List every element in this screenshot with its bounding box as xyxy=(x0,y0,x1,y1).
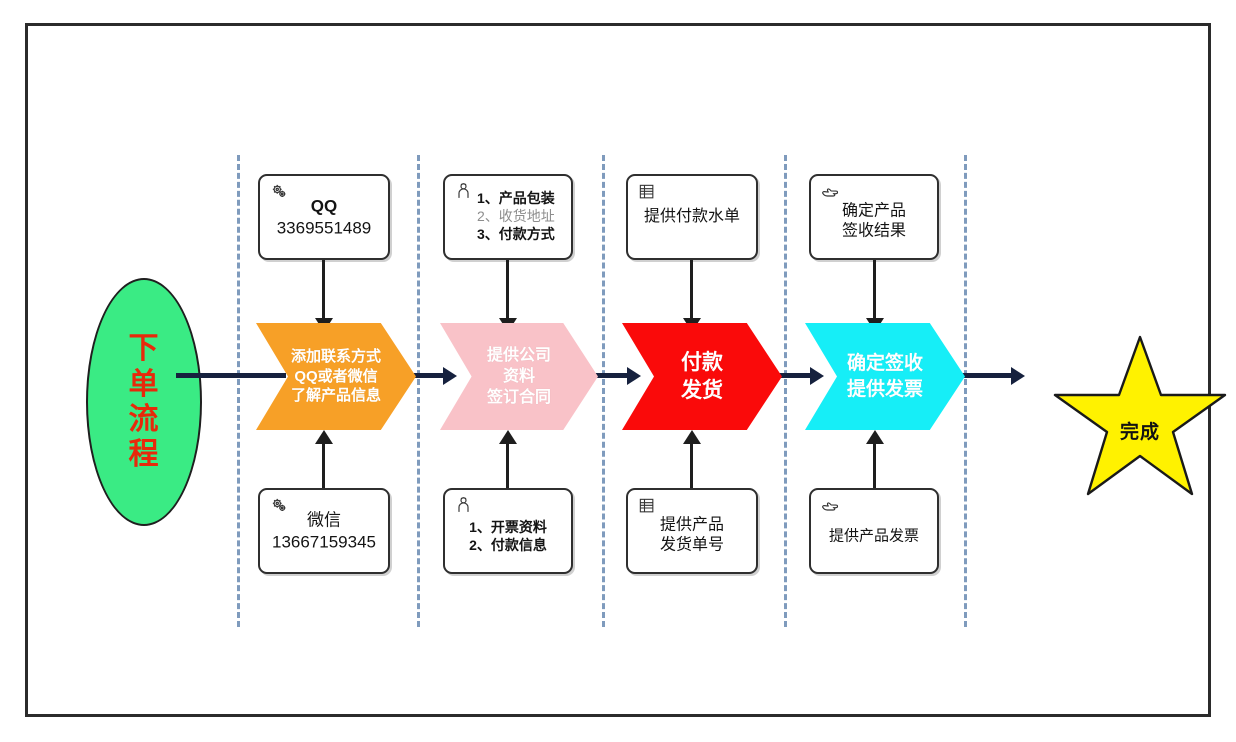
star-icon xyxy=(1053,335,1227,496)
process-step-receipt[interactable]: 确定签收 提供发票 xyxy=(805,323,965,430)
note-box-product-invoice[interactable]: 提供产品发票 xyxy=(809,488,939,574)
connector-confirm-to-step4 xyxy=(873,260,876,324)
note-box-confirm-receipt[interactable]: 确定产品 签收结果 xyxy=(809,174,939,260)
note-line: 签收结果 xyxy=(841,223,906,240)
connector-product-invoice-to-step4-arrow xyxy=(866,430,884,444)
process-step-payment-label: 付款 发货 xyxy=(681,350,723,402)
connector-paymentslip-to-step3 xyxy=(690,260,693,324)
note-box-shipping-number-text: 提供产品 发货单号 xyxy=(628,506,756,557)
note-line: 提供产品 xyxy=(659,516,724,534)
note-line: 2、付款信息 xyxy=(469,537,547,553)
pointing-hand-icon xyxy=(820,182,842,204)
connector-step2-to-step3-arrow xyxy=(627,367,641,385)
connector-shipping-no-to-step3-arrow xyxy=(683,430,701,444)
lane-divider-4 xyxy=(784,155,787,627)
note-box-payment-slip-text: 提供付款水单 xyxy=(628,207,756,227)
note-line: 提供付款水单 xyxy=(643,207,740,225)
note-box-qq[interactable]: QQ 3369551489 xyxy=(258,174,390,260)
connector-step3-to-step4-arrow xyxy=(810,367,824,385)
process-step-payment[interactable]: 付款 发货 xyxy=(622,323,782,430)
note-box-shipping-number[interactable]: 提供产品 发货单号 xyxy=(626,488,758,574)
note-line: 2、收货地址 xyxy=(477,208,555,225)
note-line: 提供产品发票 xyxy=(828,527,919,545)
connector-qq-to-step1 xyxy=(322,260,325,324)
connector-invoice-info-to-step2-arrow xyxy=(499,430,517,444)
lane-divider-1 xyxy=(237,155,240,627)
process-step-contract[interactable]: 提供公司 资料 签订合同 xyxy=(440,323,598,430)
finish-node[interactable]: 完成 xyxy=(1050,331,1230,503)
connector-wechat-to-step1 xyxy=(322,443,325,505)
document-list-icon xyxy=(637,496,659,518)
note-box-wechat[interactable]: 微信 13667159345 xyxy=(258,488,390,574)
note-box-product-info[interactable]: 1、产品包装 2、收货地址 3、付款方式 xyxy=(443,174,573,260)
note-box-qq-text: QQ 3369551489 xyxy=(260,195,388,239)
note-line: 1、开票资料 xyxy=(469,519,547,536)
connector-wechat-to-step1-arrow xyxy=(315,430,333,444)
lane-divider-5 xyxy=(964,155,967,627)
note-line: 确定产品 xyxy=(841,202,906,220)
process-step-contact-label: 添加联系方式 QQ或者微信 了解产品信息 xyxy=(290,347,381,405)
connector-step2-to-step3 xyxy=(564,373,632,378)
person-icon xyxy=(454,496,476,518)
connector-step1-to-step2-arrow xyxy=(443,367,457,385)
note-box-payment-slip[interactable]: 提供付款水单 xyxy=(626,174,758,260)
note-line: 1、产品包装 xyxy=(477,190,555,207)
connector-start-to-step1 xyxy=(176,373,286,378)
start-node-label: 下 单 流 程 xyxy=(128,332,160,472)
note-line: 发货单号 xyxy=(659,537,724,554)
note-box-invoice-info-text: 1、开票资料 2、付款信息 xyxy=(445,507,571,555)
person-icon xyxy=(454,182,476,204)
gears-icon xyxy=(269,496,291,518)
connector-product-invoice-to-step4 xyxy=(873,443,876,505)
note-line: 3369551489 xyxy=(276,218,372,237)
connector-step4-to-finish xyxy=(931,373,1016,378)
note-line: 3、付款方式 xyxy=(477,225,555,242)
note-box-product-info-text: 1、产品包装 2、收货地址 3、付款方式 xyxy=(445,190,571,244)
note-box-confirm-receipt-text: 确定产品 签收结果 xyxy=(811,192,937,243)
note-line: QQ xyxy=(310,196,338,216)
document-list-icon xyxy=(637,182,659,204)
finish-node-label: 完成 xyxy=(1119,422,1160,443)
diagram-frame: 下 单 流 程 xyxy=(25,23,1227,717)
connector-step4-to-finish-arrow xyxy=(1011,367,1025,385)
lane-divider-3 xyxy=(602,155,605,627)
process-step-contract-label: 提供公司 资料 签订合同 xyxy=(486,346,551,407)
start-node[interactable]: 下 单 流 程 xyxy=(86,278,202,526)
connector-productinfo-to-step2 xyxy=(506,260,509,324)
gears-icon xyxy=(269,182,291,204)
note-box-wechat-text: 微信 13667159345 xyxy=(260,509,388,553)
connector-shipping-no-to-step3 xyxy=(690,443,693,505)
note-box-product-invoice-text: 提供产品发票 xyxy=(811,516,937,545)
note-line: 13667159345 xyxy=(271,532,376,551)
note-line: 微信 xyxy=(307,510,341,530)
pointing-hand-icon xyxy=(820,496,842,518)
lane-divider-2 xyxy=(417,155,420,627)
process-step-receipt-label: 确定签收 提供发票 xyxy=(846,353,923,400)
note-box-invoice-info[interactable]: 1、开票资料 2、付款信息 xyxy=(443,488,573,574)
connector-invoice-info-to-step2 xyxy=(506,443,509,505)
